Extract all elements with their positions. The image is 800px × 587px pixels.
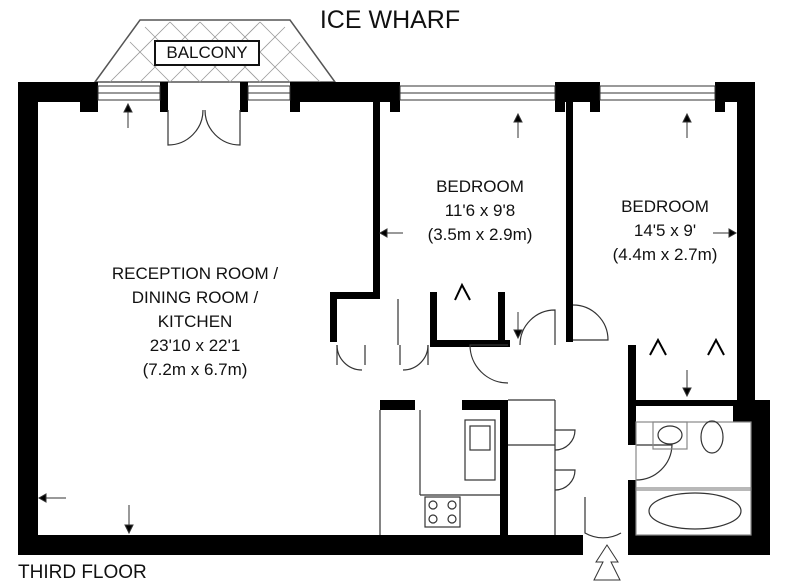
balcony-label: BALCONY: [154, 40, 260, 66]
room-size-imperial: 14'5 x 9': [633, 221, 697, 240]
arrow-markers: [37, 102, 738, 535]
room-name: BEDROOM: [621, 197, 709, 216]
room-name-line2: DINING ROOM /: [131, 288, 259, 307]
doors: [167, 109, 673, 539]
room-size-metric: (4.4m x 2.7m): [612, 245, 718, 264]
room-name: RECEPTION ROOM /: [111, 264, 279, 283]
room-label-bedroom-2: BEDROOM 14'5 x 9' (4.4m x 2.7m): [585, 195, 745, 267]
room-name: BEDROOM: [436, 177, 524, 196]
windows: [97, 85, 716, 101]
floor-label: THIRD FLOOR: [18, 562, 147, 583]
room-label-reception: RECEPTION ROOM / DINING ROOM / KITCHEN 2…: [70, 262, 320, 382]
room-size-metric: (3.5m x 2.9m): [427, 225, 533, 244]
room-name-line3: KITCHEN: [157, 312, 233, 331]
entrance-arrow-icon: [593, 544, 621, 581]
room-size-imperial: 23'10 x 22'1: [149, 336, 241, 355]
plan-title: ICE WHARF: [319, 6, 461, 34]
room-label-bedroom-1: BEDROOM 11'6 x 9'8 (3.5m x 2.9m): [400, 175, 560, 247]
room-size-metric: (7.2m x 6.7m): [142, 360, 248, 379]
walls: [18, 82, 770, 555]
fittings: [379, 282, 752, 536]
room-size-imperial: 11'6 x 9'8: [444, 201, 516, 220]
